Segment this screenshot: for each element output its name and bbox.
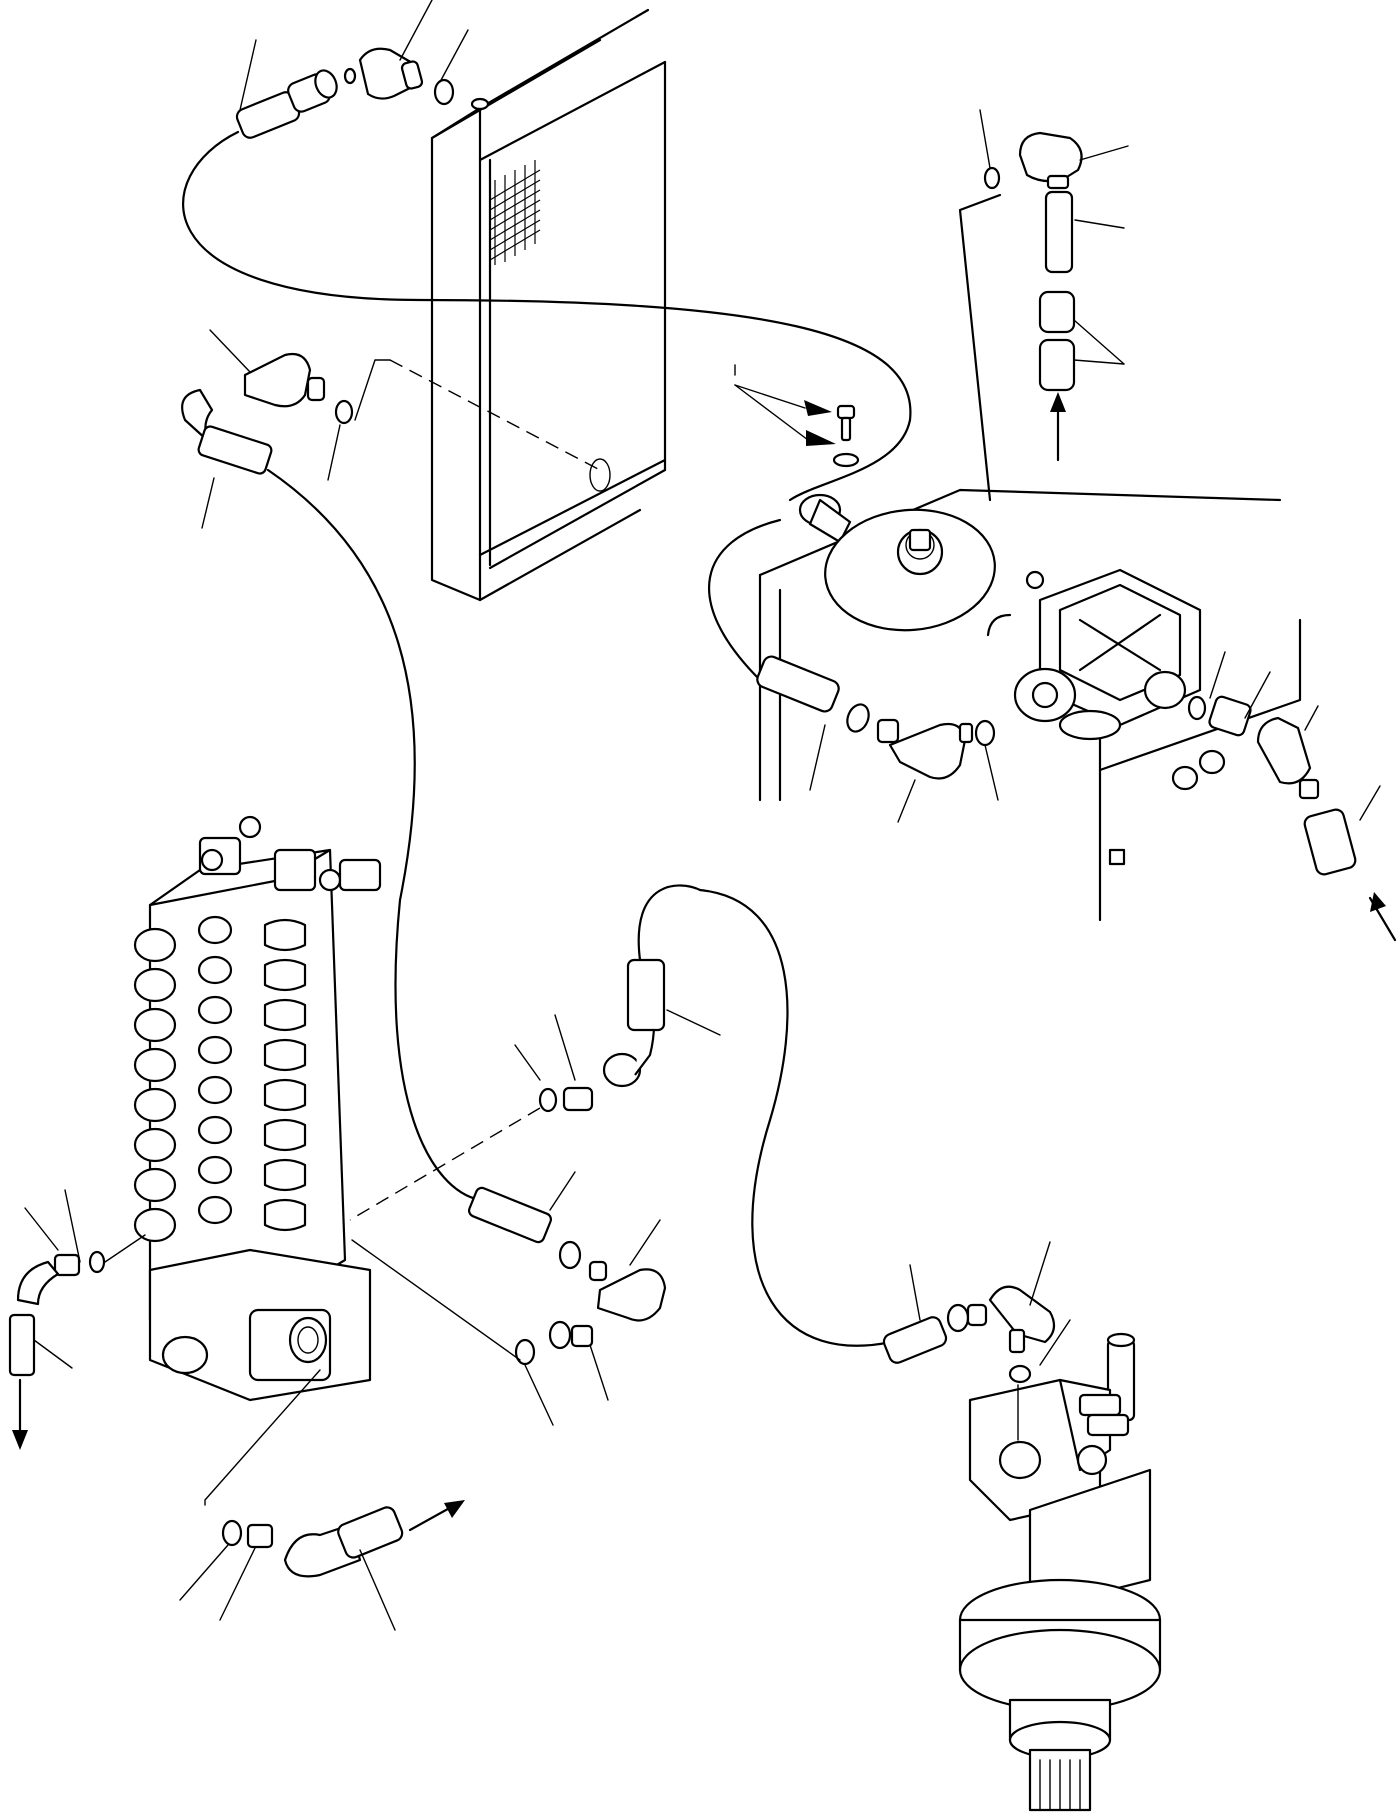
valve-spools [133,915,307,1243]
mounting-bolt [734,364,860,544]
hoses [182,130,1002,1347]
hydraulic-tank [758,488,1302,922]
cooler-core-mesh [489,160,541,265]
valve-outlet-fittings [179,1369,465,1631]
valve-return-fittings [349,958,721,1426]
tank-suction-fittings [1187,651,1397,942]
oil-cooler [430,8,667,602]
tank-breather-fittings [979,109,1129,462]
tank-return-fittings [756,655,999,823]
swing-motor [958,1332,1162,1812]
control-valve [133,815,382,1402]
valve-drain-fittings [8,1189,146,1450]
swing-motor-drain-fittings [882,1241,1071,1441]
left-elbow-fittings [181,329,601,529]
cooler-inlet-fittings [235,0,469,139]
